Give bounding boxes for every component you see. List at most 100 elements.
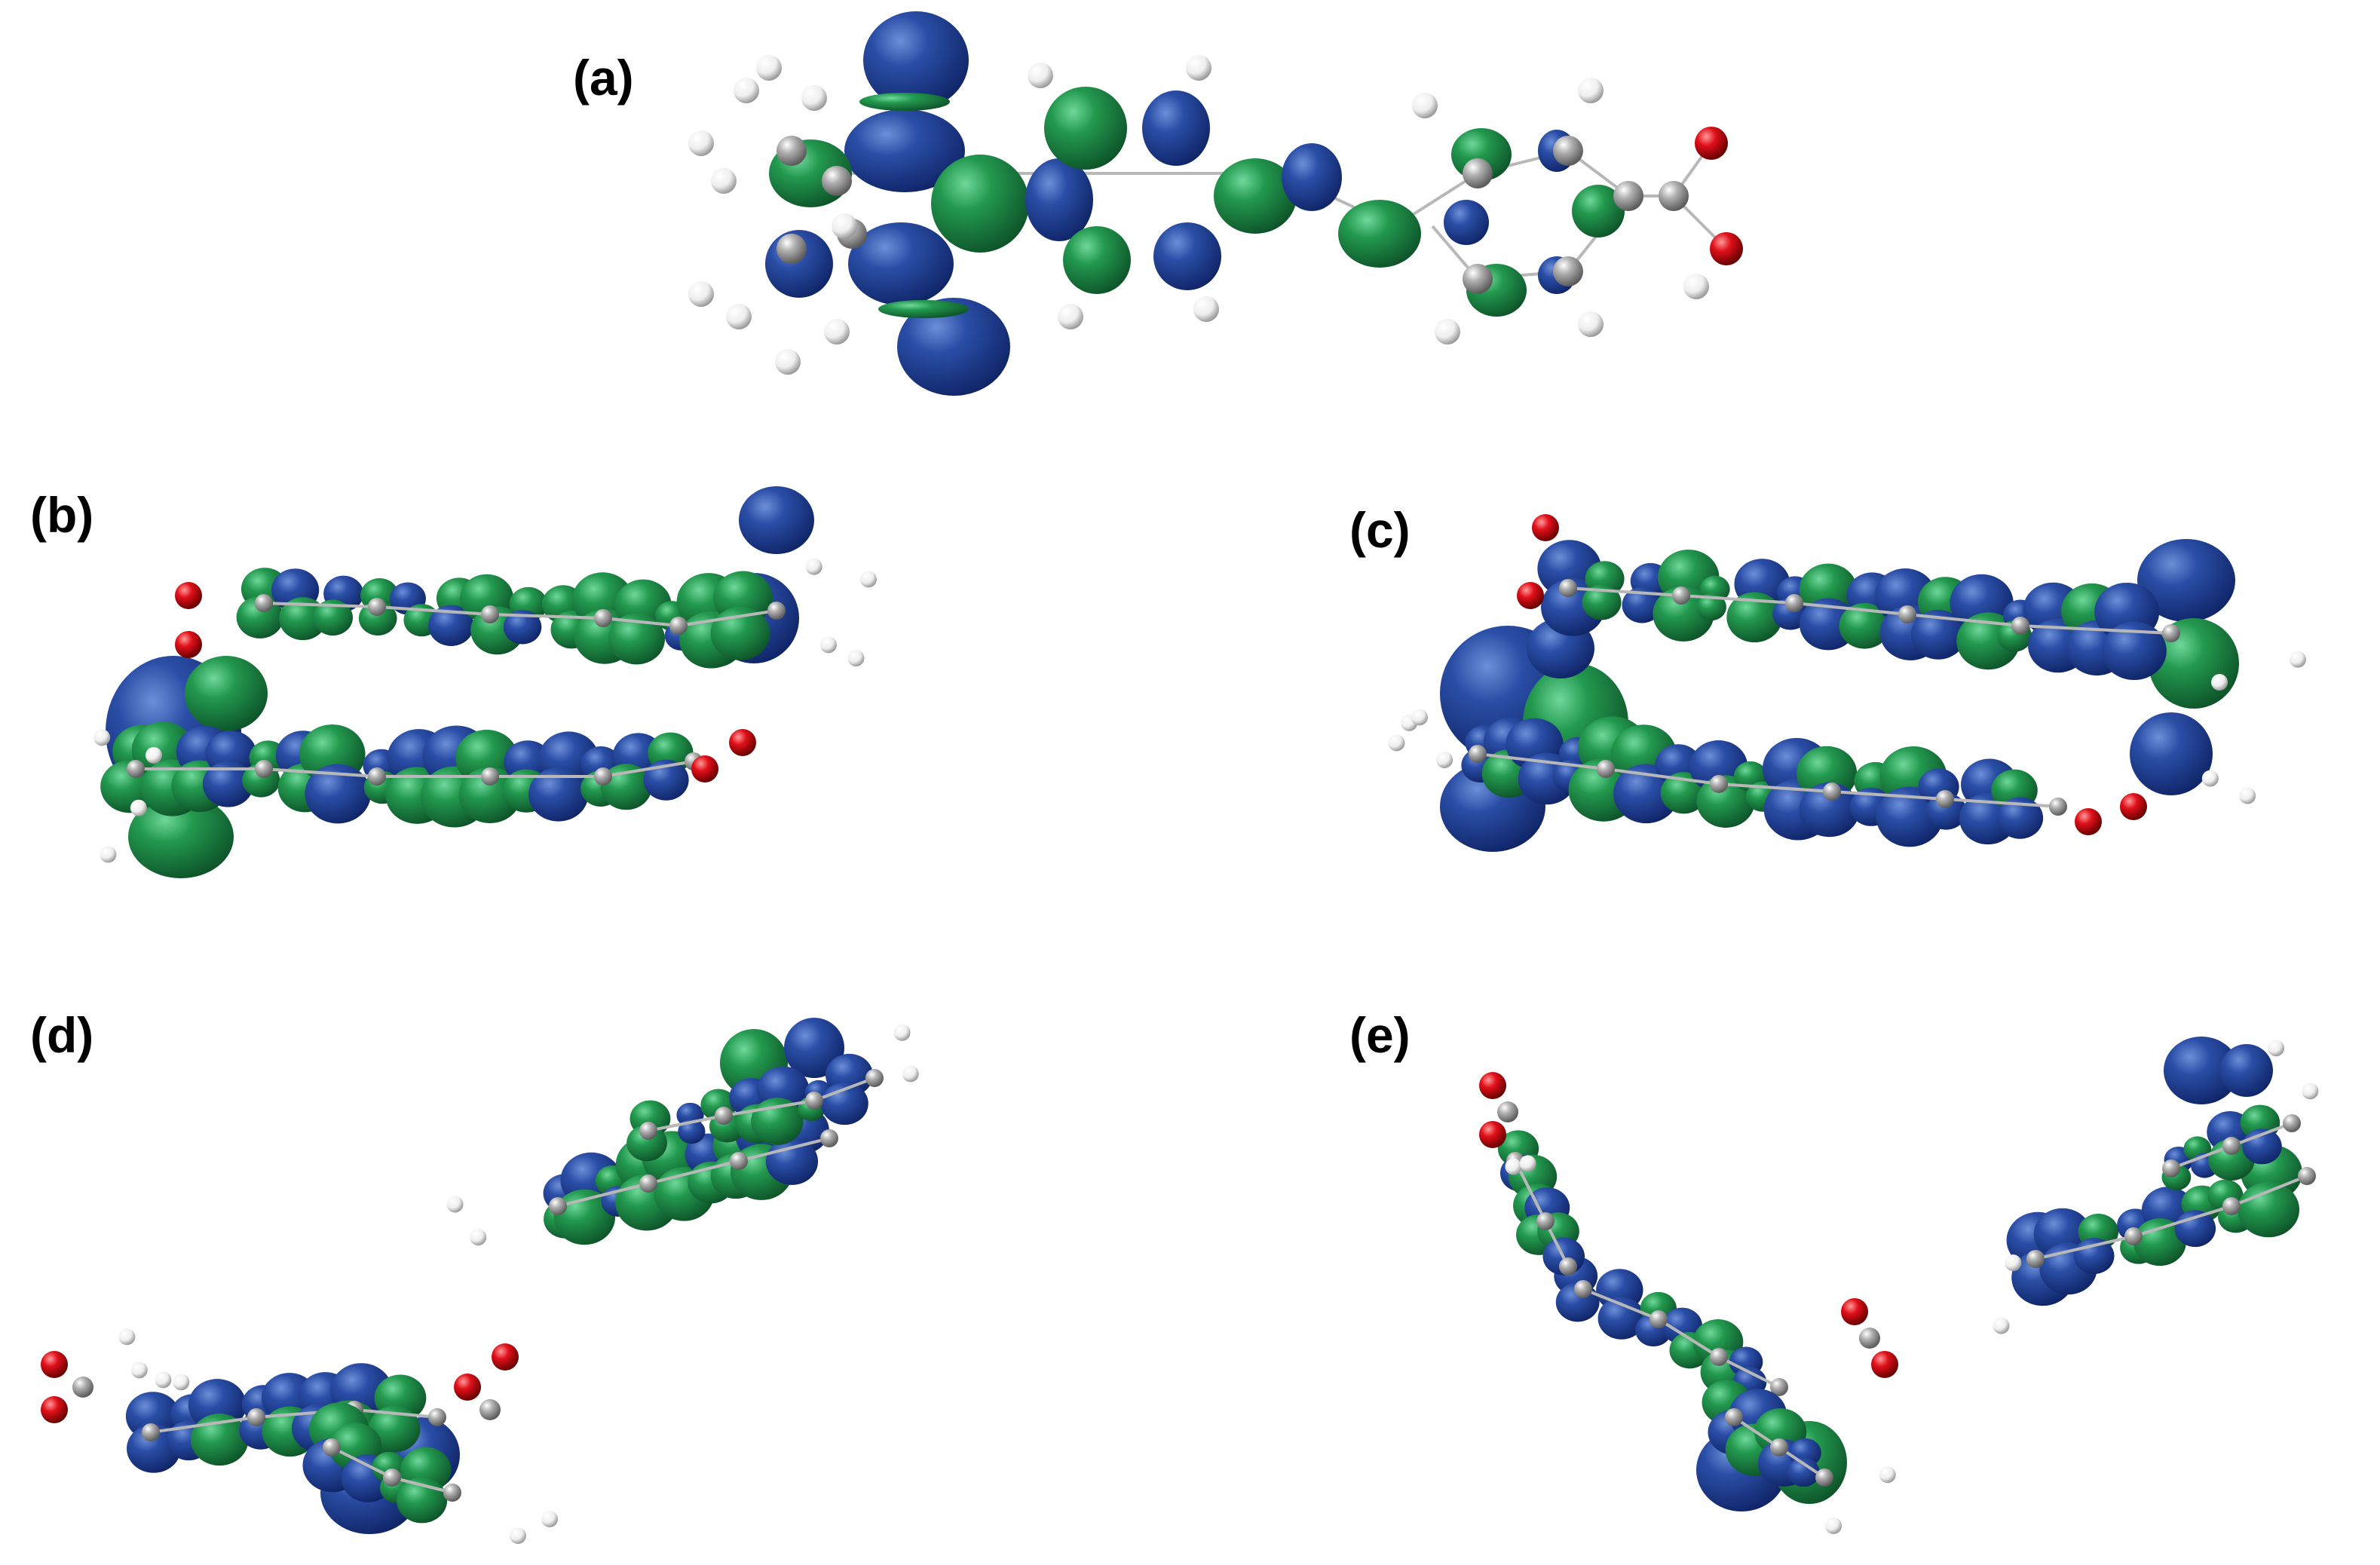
- molecule-b: [93, 486, 878, 878]
- bond: [602, 617, 679, 627]
- orbital-lobe-positive: [844, 109, 965, 192]
- bond: [1718, 1355, 1780, 1389]
- orbital-lobe-positive: [1996, 797, 2044, 839]
- carbon-atom: [822, 166, 852, 196]
- orbital-lobe-positive: [1622, 586, 1662, 623]
- bond: [2020, 624, 2172, 635]
- hydrogen-atom: [2239, 787, 2256, 804]
- carbon-atom: [1497, 1101, 1518, 1122]
- carbon-atom: [1597, 760, 1615, 778]
- carbon-atom: [247, 1408, 265, 1426]
- carbon-atom: [255, 594, 273, 612]
- hydrogen-atom: [711, 168, 737, 194]
- bond: [391, 1476, 453, 1494]
- bond: [1582, 1288, 1659, 1321]
- carbon-atom: [481, 605, 499, 623]
- hydrogen-atom: [145, 746, 163, 764]
- hydrogen-atom: [470, 1229, 487, 1246]
- carbon-atom: [865, 1069, 884, 1087]
- orbital-lobe-negative: [1696, 593, 1726, 621]
- carbon-atom: [767, 602, 786, 620]
- carbon-atom: [1898, 605, 1916, 623]
- hydrogen-atom: [893, 1024, 911, 1041]
- carbon-atom: [1815, 1469, 1833, 1487]
- hydrogen-atom: [847, 650, 865, 667]
- molecule-a: [688, 11, 1743, 396]
- oxygen-atom: [1479, 1121, 1506, 1148]
- orbital-lobe-positive: [202, 761, 254, 807]
- carbon-atom: [2124, 1227, 2143, 1245]
- hydrogen-atom: [1193, 296, 1219, 322]
- orbital-lobe-positive: [428, 605, 474, 646]
- molecule-c: [1388, 514, 2306, 852]
- bond: [331, 1446, 393, 1479]
- hydrogen-atom: [2302, 1083, 2319, 1100]
- carbon-atom: [443, 1484, 461, 1502]
- orbital-lobe-positive: [765, 1138, 819, 1185]
- carbon-atom: [383, 1469, 401, 1487]
- carbon-atom: [1770, 1378, 1788, 1396]
- carbon-atom: [368, 767, 386, 786]
- panel-a: (a): [0, 0, 2380, 422]
- bond: [263, 767, 378, 778]
- panel-b: (b): [0, 452, 1176, 920]
- hydrogen-atom: [819, 636, 837, 654]
- bond: [1718, 782, 1833, 793]
- hydrogen-atom: [1578, 311, 1604, 337]
- orbital-lobe-negative: [128, 795, 234, 878]
- hydrogen-atom: [118, 1328, 136, 1346]
- orbital-lobe-negative: [1839, 602, 1890, 649]
- carbon-atom: [715, 1107, 733, 1125]
- carbon-atom: [1469, 745, 1487, 763]
- bond: [738, 1137, 830, 1162]
- orbital-lobe-positive: [1799, 782, 1860, 838]
- oxygen-atom: [175, 582, 202, 609]
- orbital-lobe-positive: [784, 1018, 844, 1078]
- orbital-lobe-negative: [626, 1124, 667, 1162]
- carbon-atom: [72, 1377, 93, 1398]
- bond: [150, 1416, 257, 1434]
- carbon-atom: [1770, 1438, 1788, 1456]
- hydrogen-atom: [1435, 319, 1460, 345]
- bond: [678, 609, 777, 627]
- bond: [1793, 602, 1908, 616]
- orbital-lobe-positive: [2101, 621, 2167, 681]
- panel-label-b: (b): [30, 487, 94, 543]
- carbon-atom: [1710, 775, 1728, 793]
- panel-d: (d): [0, 965, 1176, 1565]
- molecule-d: [41, 1018, 919, 1545]
- carbon-atom: [2162, 624, 2180, 642]
- hydrogen-atom: [2268, 1040, 2285, 1057]
- carbon-atom: [1613, 181, 1643, 211]
- hydrogen-atom: [1825, 1518, 1842, 1535]
- hydrogen-atom: [446, 1196, 464, 1213]
- hydrogen-atom: [2211, 674, 2228, 691]
- carbon-atom: [805, 1092, 823, 1110]
- orbital-lobe-positive: [2164, 1037, 2239, 1104]
- hydrogen-atom: [541, 1510, 559, 1527]
- bond: [1944, 798, 2059, 808]
- carbon-atom: [428, 1408, 446, 1426]
- orbital-lobe-negative: [368, 1405, 421, 1453]
- oxygen-atom: [729, 729, 756, 756]
- oxygen-atom: [175, 631, 202, 658]
- orbital-lobe-positive: [739, 486, 814, 554]
- oxygen-atom: [1532, 514, 1559, 541]
- carbon-atom: [323, 1438, 341, 1456]
- bond: [648, 1114, 724, 1132]
- hydrogen-atom: [1058, 304, 1083, 329]
- hydrogen-atom: [1412, 93, 1438, 118]
- hydrogen-atom: [1879, 1466, 1896, 1484]
- hydrogen-atom: [902, 1065, 919, 1083]
- hydrogen-atom: [2005, 1254, 2022, 1272]
- carbon-atom: [2222, 1197, 2241, 1215]
- carbon-atom: [1536, 1212, 1555, 1230]
- hydrogen-atom: [775, 349, 801, 375]
- carbon-atom: [1649, 1310, 1668, 1328]
- orbital-lobe-negative: [190, 1413, 249, 1466]
- hydrogen-atom: [2289, 651, 2306, 668]
- hydrogen-atom: [130, 1361, 148, 1379]
- orbital-lobe-negative: [1044, 87, 1127, 170]
- panel-c: (c): [1191, 452, 2380, 920]
- orbital-lobe-negative: [710, 606, 770, 660]
